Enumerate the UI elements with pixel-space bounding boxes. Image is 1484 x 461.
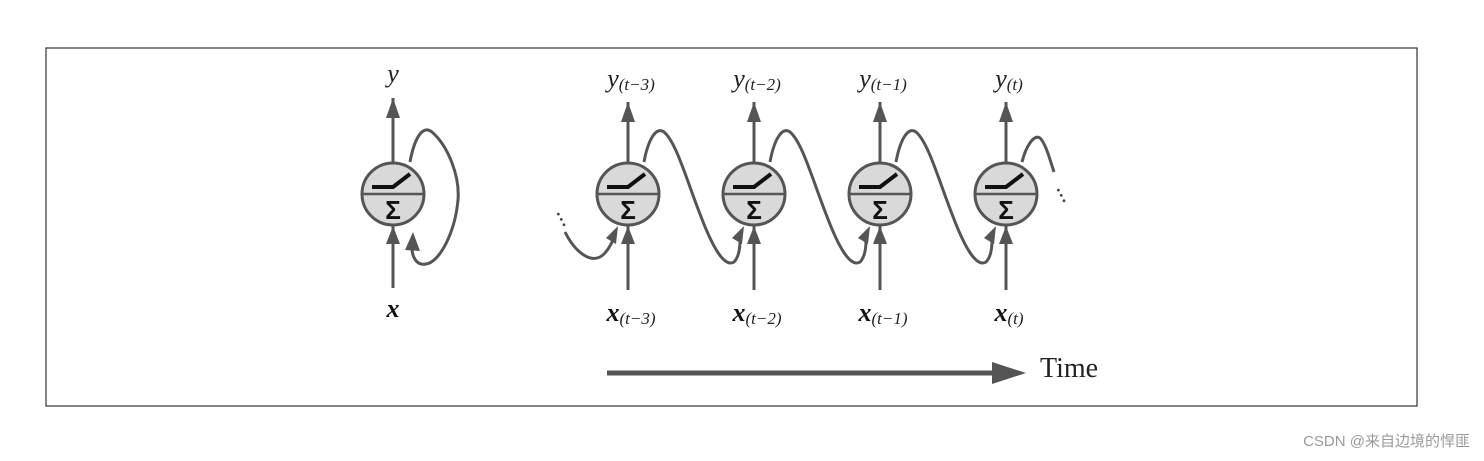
- sigma-symbol: Σ: [385, 195, 401, 225]
- input-label-subscript: (t−1): [871, 309, 907, 328]
- input-label-main: x: [605, 298, 619, 327]
- output-label: y(t−2): [730, 64, 781, 94]
- recurrent-arrowhead-2: [732, 226, 744, 244]
- output-arrowhead: [621, 102, 635, 122]
- input-label: x(t): [993, 298, 1023, 328]
- folded-loop-arrowhead: [405, 232, 420, 251]
- wave-step-3: [894, 129, 994, 265]
- output-label-subscript: (t): [1007, 75, 1023, 94]
- time-step-2: Σy(t−2)x(t−2): [721, 64, 787, 328]
- recurrent-arrowhead-3: [858, 226, 870, 244]
- output-label-main: y: [604, 64, 619, 93]
- output-label-main: y: [992, 64, 1007, 93]
- input-label: x(t−2): [731, 298, 781, 328]
- folded-output-label: y: [384, 59, 399, 88]
- output-label-subscript: (t−2): [745, 75, 781, 94]
- step-activation-icon: [985, 172, 1025, 189]
- step-activation-icon: [859, 172, 899, 189]
- output-arrowhead: [999, 102, 1013, 122]
- recurrent-arrowhead-1: [606, 226, 618, 244]
- output-label-main: y: [856, 64, 871, 93]
- recurrent-arrowhead-4: [984, 226, 996, 244]
- input-arrowhead: [747, 226, 761, 244]
- time-label: Time: [1040, 353, 1098, 384]
- step-activation-icon: [607, 172, 647, 189]
- time-axis: Time: [607, 353, 1098, 384]
- watermark: CSDN @来自边境的悍匪: [1303, 433, 1470, 450]
- input-label: x(t−1): [857, 298, 907, 328]
- output-arrowhead: [747, 102, 761, 122]
- folded-rnn: Σ y x: [360, 59, 460, 323]
- input-label-main: x: [993, 298, 1007, 327]
- unrolled-rnn: ... ... Σy(t−3)x(t−3)Σy(t−2)x(t−2)Σy(t−1…: [551, 64, 1082, 328]
- time-arrowhead: [992, 362, 1026, 384]
- step-activation-icon: [733, 172, 773, 189]
- time-step-1: Σy(t−3)x(t−3): [595, 64, 661, 328]
- input-label-subscript: (t−3): [619, 309, 655, 328]
- folded-recurrent-loop: [408, 128, 460, 266]
- input-label-subscript: (t): [1007, 309, 1023, 328]
- wave-step-2: [768, 129, 868, 265]
- folded-input-label: x: [386, 294, 400, 323]
- sigma-symbol: Σ: [746, 195, 762, 225]
- output-label-subscript: (t−3): [619, 75, 655, 94]
- output-label: y(t−3): [604, 64, 655, 94]
- step-activation-icon: [372, 172, 412, 189]
- sigma-symbol: Σ: [872, 195, 888, 225]
- output-label: y(t−1): [856, 64, 907, 94]
- output-label: y(t): [992, 64, 1023, 94]
- input-arrowhead: [621, 226, 635, 244]
- time-step-3: Σy(t−1)x(t−1): [847, 64, 913, 328]
- output-label-subscript: (t−1): [871, 75, 907, 94]
- folded-output-arrowhead: [386, 98, 400, 118]
- input-arrowhead: [873, 226, 887, 244]
- sigma-symbol: Σ: [998, 195, 1014, 225]
- input-label-subscript: (t−2): [745, 309, 781, 328]
- input-label-main: x: [857, 298, 871, 327]
- sigma-symbol: Σ: [620, 195, 636, 225]
- input-label-main: x: [731, 298, 745, 327]
- folded-input-arrowhead: [386, 226, 400, 244]
- time-step-4: Σy(t)x(t): [973, 64, 1039, 328]
- input-arrowhead: [999, 226, 1013, 244]
- input-label: x(t−3): [605, 298, 655, 328]
- wave-entry: [563, 231, 616, 260]
- wave-step-1: [642, 129, 742, 265]
- folded-neuron: Σ: [360, 161, 426, 227]
- unrolled-steps: Σy(t−3)x(t−3)Σy(t−2)x(t−2)Σy(t−1)x(t−1)Σ…: [595, 64, 1039, 328]
- diagram-frame: [45, 47, 1418, 407]
- output-arrowhead: [873, 102, 887, 122]
- output-label-main: y: [730, 64, 745, 93]
- wave-exit: [1020, 135, 1056, 173]
